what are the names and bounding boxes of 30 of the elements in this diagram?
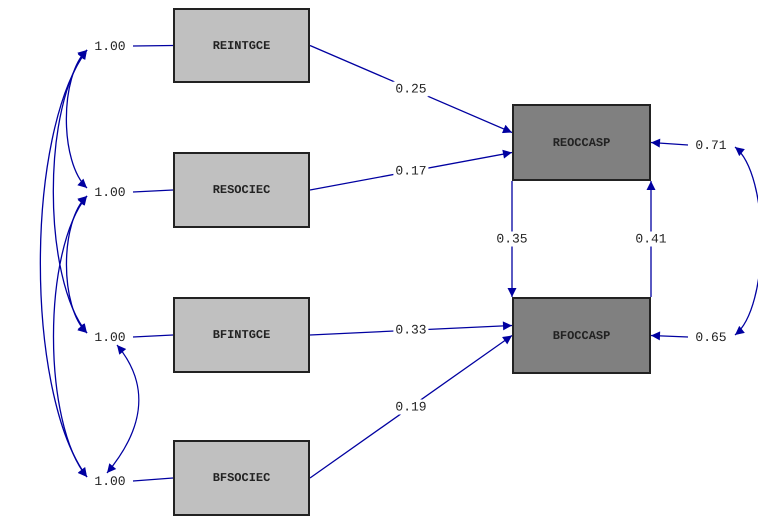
- arrow: [106, 344, 140, 474]
- variance-value: 0.71: [688, 137, 734, 153]
- observed-variable-box: BFSOCIEC: [173, 440, 310, 516]
- endogenous-variable-box: BFOCCASP: [512, 297, 651, 374]
- variance-value: 1.00: [87, 473, 133, 489]
- arrow: [650, 331, 688, 340]
- observed-variable-box: RESOCIEC: [173, 152, 310, 228]
- observed-variable-box: REINTGCE: [173, 8, 310, 83]
- edge-label: 0.19: [393, 399, 429, 414]
- connector-line: [132, 334, 174, 338]
- arrow: [40, 50, 88, 478]
- arrow: [52, 50, 88, 334]
- arrow: [734, 146, 758, 336]
- variance-value: 1.00: [87, 329, 133, 345]
- edge-label: 0.35: [494, 232, 530, 246]
- arrow: [650, 138, 688, 148]
- edge-label: 0.25: [393, 82, 429, 96]
- connector-line: [132, 189, 174, 193]
- arrow: [52, 196, 88, 478]
- arrow: [66, 50, 88, 188]
- endogenous-variable-box: REOCCASP: [512, 104, 651, 181]
- edge-label: 0.41: [633, 232, 669, 246]
- connector-line: [133, 44, 173, 47]
- connector-line: [132, 477, 174, 482]
- variance-value: 0.65: [688, 329, 734, 345]
- arrow: [310, 334, 512, 479]
- arrow: [66, 196, 88, 334]
- variance-value: 1.00: [87, 184, 133, 200]
- variance-value: 1.00: [87, 38, 133, 54]
- observed-variable-box: BFINTGCE: [173, 297, 310, 373]
